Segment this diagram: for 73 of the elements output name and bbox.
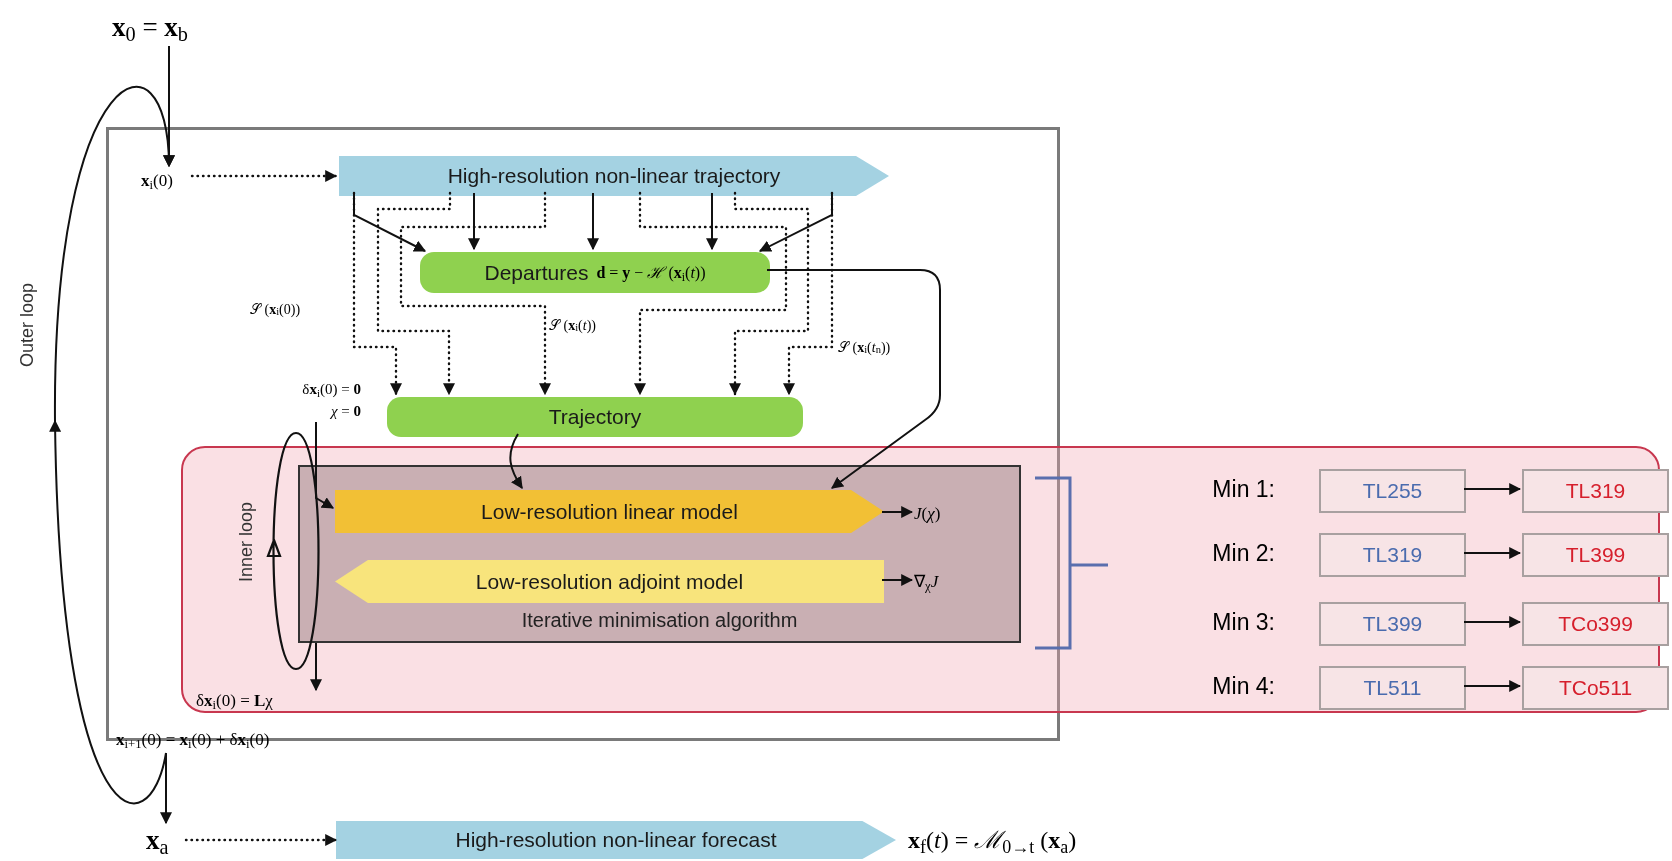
- dotted-arrow: [376, 191, 455, 396]
- box-title: Departures: [484, 259, 589, 286]
- arrow: [766, 269, 941, 489]
- resolution-label: TL255: [1362, 478, 1423, 505]
- dotted-arrow: [184, 834, 338, 846]
- dotted-arrow: [729, 191, 810, 396]
- formula: x$_{f}$(t) = ℳ$_{0→t}$ (x$_{a}$): [908, 826, 1077, 859]
- arrow: [509, 433, 523, 489]
- resolution-box: [1319, 602, 1466, 646]
- resolution-box: [1522, 666, 1669, 710]
- row-label: Min 4:: [1211, 671, 1275, 701]
- shape-label: High-resolution non-linear trajectory: [447, 163, 781, 190]
- box-title: Iterative minimisation algorithm: [520, 608, 799, 633]
- arrow: [353, 192, 427, 252]
- resolution-box: [1319, 533, 1466, 577]
- rounded-box: [420, 252, 770, 293]
- arrow: [1463, 483, 1522, 495]
- loop-label: Inner loop: [234, 500, 257, 585]
- formula: δx$_{i}$(0) = 0: [302, 380, 361, 400]
- resolution-box: [1522, 469, 1669, 513]
- resolution-box: [1319, 666, 1466, 710]
- arrow: [587, 192, 599, 251]
- arrow: [310, 642, 322, 692]
- resolution-label: TL319: [1362, 542, 1423, 569]
- resolution-box: [1522, 533, 1669, 577]
- loop-arrow: [49, 85, 175, 805]
- dotted-arrow: [399, 191, 551, 396]
- row-label: Min 3:: [1211, 607, 1275, 637]
- formula: ∇$_{χ}$J: [914, 571, 939, 595]
- resolution-label: TL399: [1362, 611, 1423, 638]
- arrow: [1463, 616, 1522, 628]
- arrow: [881, 574, 914, 586]
- formula: x$_{0}$ = x$_{b}$: [112, 10, 188, 47]
- arrow: [468, 192, 480, 251]
- formula: 𝒮 (x$_{i}$(t)): [549, 316, 597, 335]
- resolution-label: TL319: [1565, 478, 1626, 505]
- shape-label: Low-resolution adjoint model: [475, 568, 744, 595]
- arrow: [1463, 680, 1522, 692]
- arrow: [160, 752, 172, 825]
- arrow: [315, 421, 335, 509]
- resolution-box: [1319, 469, 1466, 513]
- dotted-arrow: [634, 191, 788, 396]
- arrow: [758, 192, 833, 252]
- formula: 𝒮 (x$_{i}$(t$_{n}$)): [838, 338, 892, 357]
- rounded-box: [387, 397, 803, 437]
- formula: d = y − ℋ (x$_{i}$(t)): [596, 262, 706, 285]
- resolution-label: TL511: [1363, 675, 1422, 702]
- resolution-label: TL399: [1565, 542, 1626, 569]
- arrow: [706, 192, 718, 251]
- formula: x$_{i}$(0): [141, 170, 173, 194]
- formula: χ = 0: [330, 402, 361, 421]
- algorithm-box: [298, 465, 1021, 643]
- loop-label: Outer loop: [15, 281, 38, 370]
- arrow: [1463, 547, 1522, 559]
- box-title: Trajectory: [548, 404, 642, 431]
- right-arrow-shape: [335, 490, 884, 533]
- formula: J(χ): [914, 503, 941, 526]
- formula: 𝒮 (x$_{i}$(0)): [250, 300, 302, 319]
- resolution-label: TCo399: [1558, 611, 1633, 638]
- row-label: Min 2:: [1211, 538, 1275, 568]
- row-label: Min 1:: [1211, 474, 1275, 504]
- shape-label: Low-resolution linear model: [481, 498, 738, 525]
- left-arrow-shape: [335, 560, 884, 603]
- dotted-arrow: [783, 191, 834, 396]
- right-arrow-shape: [339, 156, 889, 196]
- resolution-box: [1522, 602, 1669, 646]
- dotted-arrow: [352, 191, 402, 396]
- dotted-arrow: [190, 170, 338, 182]
- formula: δx$_{i}$(0) = Lχ: [196, 690, 273, 714]
- formula: x$_{a}$: [146, 823, 169, 860]
- shape-label: High-resolution non-linear forecast: [455, 827, 777, 854]
- resolution-label: TCo511: [1558, 675, 1633, 702]
- arrow: [881, 506, 914, 518]
